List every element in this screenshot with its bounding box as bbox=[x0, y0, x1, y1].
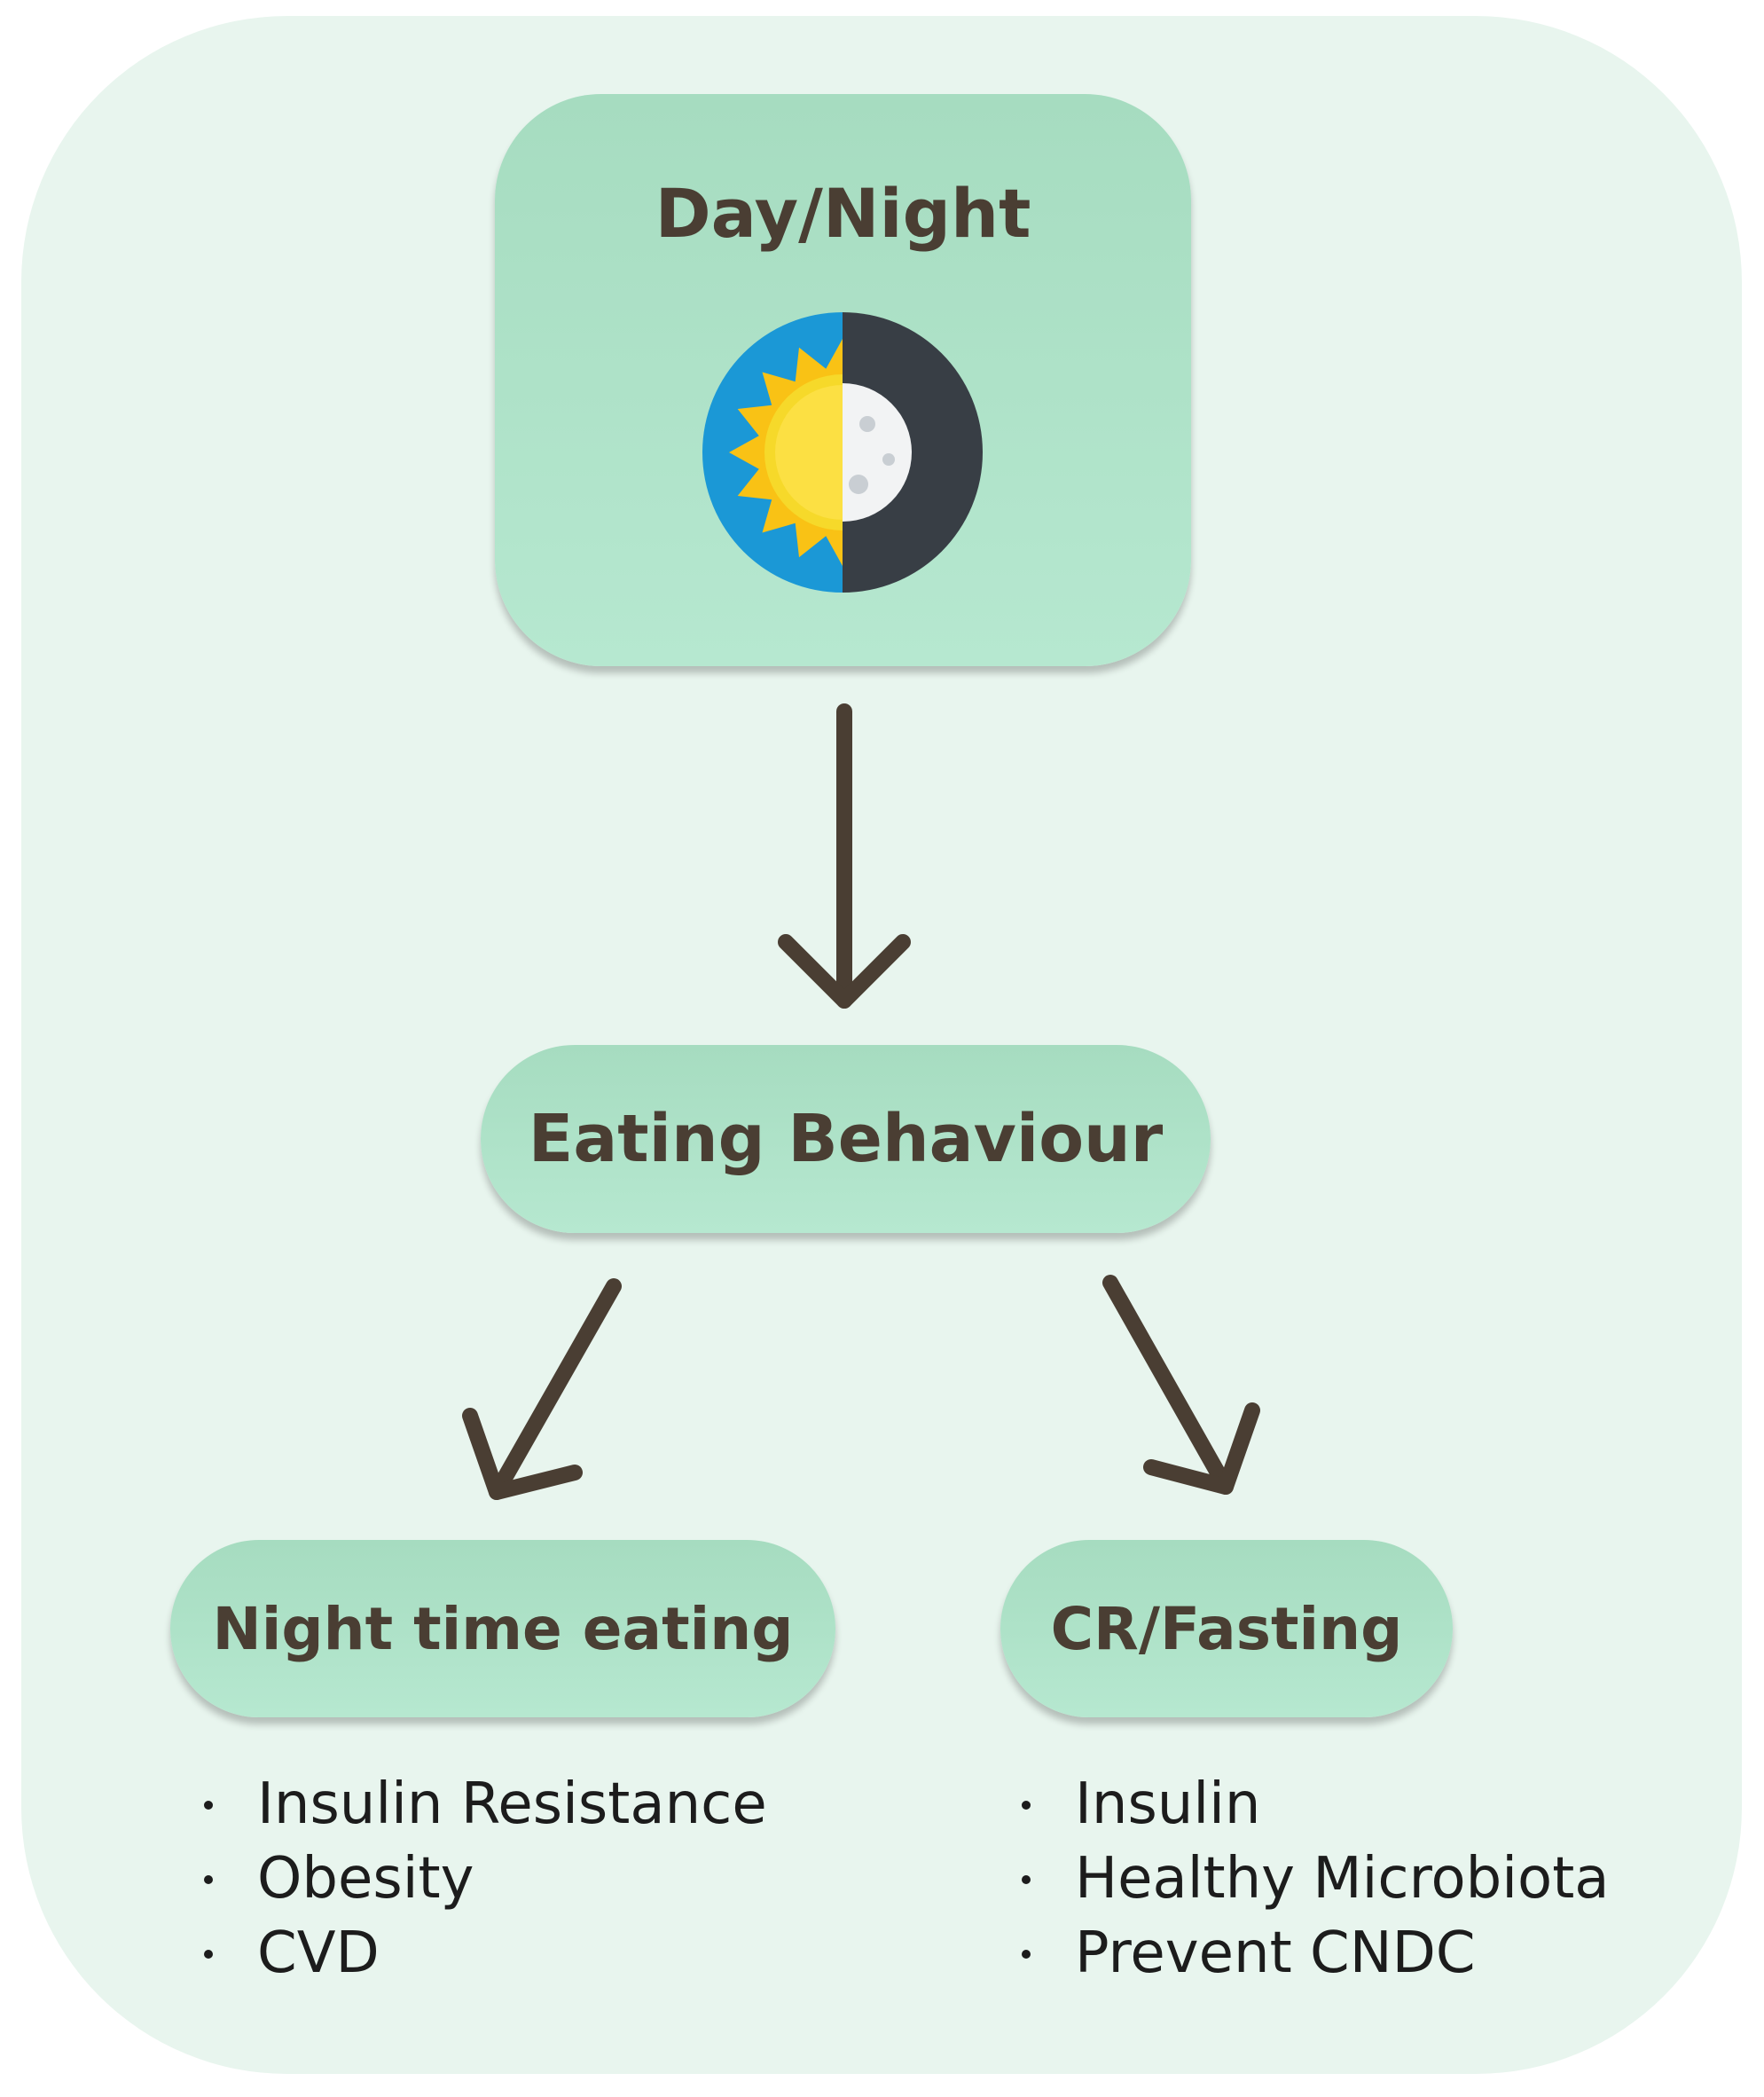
arrow-eating-to-night bbox=[462, 1278, 622, 1500]
arrow-eating-to-cr bbox=[1102, 1275, 1260, 1495]
sun-moon-icon bbox=[702, 312, 983, 593]
night-time-eating-box: Night time eating bbox=[170, 1540, 835, 1717]
day-night-label: Day/Night bbox=[655, 174, 1031, 253]
list-item: CVD bbox=[204, 1916, 767, 1991]
eating-behaviour-label: Eating Behaviour bbox=[528, 1101, 1164, 1177]
cr-fasting-box: CR/Fasting bbox=[1000, 1540, 1453, 1717]
night-time-eating-label: Night time eating bbox=[212, 1594, 794, 1663]
list-item: Insulin bbox=[1022, 1767, 1610, 1842]
night-time-eating-effects-list: Insulin Resistance Obesity CVD bbox=[204, 1767, 767, 1991]
list-item: Obesity bbox=[204, 1842, 767, 1916]
arrow-daynight-to-eating bbox=[778, 703, 911, 1009]
list-item: Prevent CNDC bbox=[1022, 1916, 1610, 1991]
list-item: Healthy Microbiota bbox=[1022, 1842, 1610, 1916]
cr-fasting-label: CR/Fasting bbox=[1050, 1594, 1403, 1663]
cr-fasting-effects-list: Insulin Healthy Microbiota Prevent CNDC bbox=[1022, 1767, 1610, 1991]
list-item: Insulin Resistance bbox=[204, 1767, 767, 1842]
eating-behaviour-box: Eating Behaviour bbox=[481, 1045, 1211, 1233]
